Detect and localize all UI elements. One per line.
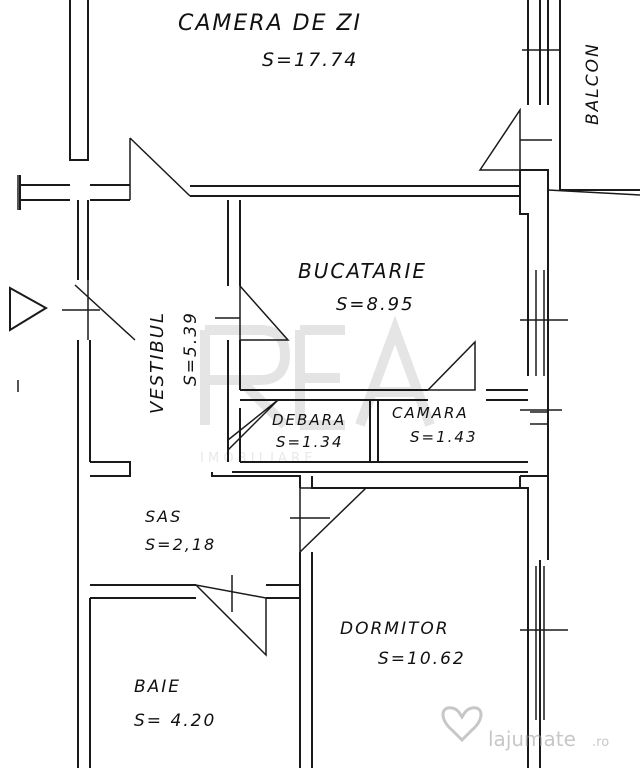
entrance-arrow-icon (9, 286, 48, 332)
room-dormitor-name: DORMITOR (340, 619, 450, 639)
room-vestibul-area: S=5.39 (181, 311, 201, 386)
site-watermark: lajumate .ro (441, 706, 609, 751)
room-debara-name: DEBARA (272, 411, 346, 429)
room-camara-name: CAMARA (392, 404, 469, 422)
room-dormitor-area: S=10.62 (378, 649, 466, 669)
heart-icon (441, 706, 483, 743)
room-balcon-name: BALCON (583, 42, 603, 125)
room-camera-de-zi-name: CAMERA DE ZI (178, 11, 362, 36)
room-baie-name: BAIE (134, 677, 181, 697)
room-sas-name: SAS (145, 507, 182, 526)
walls (19, 0, 640, 768)
room-bucatarie-area: S=8.95 (336, 294, 415, 315)
room-debara-area: S=1.34 (276, 433, 344, 451)
site-watermark-suffix: .ro (592, 735, 609, 750)
room-vestibul-name: VESTIBUL (147, 311, 168, 414)
site-watermark-name: lajumate (488, 727, 576, 751)
room-labels: CAMERA DE ZI S=17.74 BALCON BUCATARIE S=… (134, 11, 603, 731)
room-bucatarie-name: BUCATARIE (298, 259, 427, 283)
room-sas-area: S=2,18 (145, 535, 216, 554)
room-camara-area: S=1.43 (410, 428, 478, 446)
room-camera-de-zi-area: S=17.74 (262, 49, 358, 71)
agency-watermark-sub: I M O B I L I A R E (200, 451, 312, 466)
room-baie-area: S= 4.20 (134, 711, 216, 731)
doors (17, 107, 521, 657)
agency-logo-watermark: I M O B I L I A R E (200, 315, 435, 466)
